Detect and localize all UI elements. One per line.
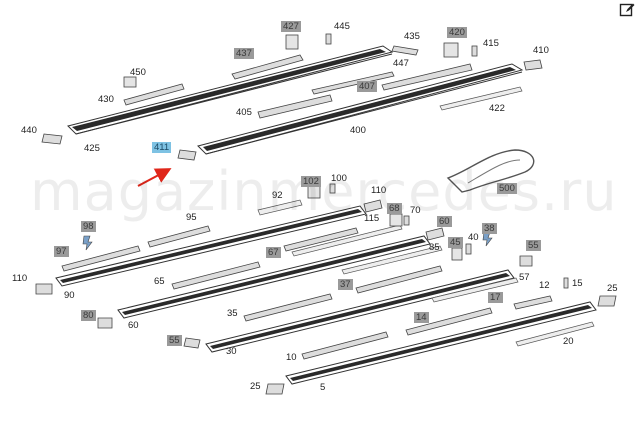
callout-407[interactable]: 407: [357, 81, 377, 92]
callout-400[interactable]: 400: [350, 125, 366, 136]
callout-35[interactable]: 35: [227, 308, 238, 319]
callout-437[interactable]: 437: [234, 48, 254, 59]
callout-20[interactable]: 20: [563, 336, 574, 347]
callout-115[interactable]: 115: [364, 213, 380, 224]
callout-12[interactable]: 12: [539, 280, 550, 291]
callout-15[interactable]: 15: [572, 278, 583, 289]
callout-60-upper[interactable]: 60: [437, 216, 452, 227]
callout-102[interactable]: 102: [301, 176, 321, 187]
callout-40[interactable]: 40: [468, 232, 479, 243]
callout-410[interactable]: 410: [533, 45, 549, 56]
callout-85[interactable]: 85: [429, 242, 440, 253]
callout-447[interactable]: 447: [393, 58, 409, 69]
callout-440[interactable]: 440: [21, 125, 37, 136]
callout-411-selected[interactable]: 411: [152, 142, 172, 153]
callout-500[interactable]: 500: [497, 183, 517, 194]
callout-422[interactable]: 422: [489, 103, 505, 114]
callout-435[interactable]: 435: [404, 31, 420, 42]
callout-415[interactable]: 415: [483, 38, 499, 49]
callout-55-left[interactable]: 55: [167, 335, 182, 346]
callout-405[interactable]: 405: [236, 107, 252, 118]
callout-110[interactable]: 110: [371, 185, 387, 196]
callout-60[interactable]: 60: [128, 320, 139, 331]
callout-55-right[interactable]: 55: [526, 240, 541, 251]
edit-icon[interactable]: [619, 2, 635, 18]
callout-425[interactable]: 425: [84, 143, 100, 154]
callout-80[interactable]: 80: [81, 310, 96, 321]
callout-90[interactable]: 90: [64, 290, 75, 301]
watermark: magazinmercedes.ru: [30, 160, 618, 223]
callout-14[interactable]: 14: [414, 312, 429, 323]
callout-17[interactable]: 17: [488, 292, 503, 303]
callout-65[interactable]: 65: [154, 276, 165, 287]
callout-100[interactable]: 100: [331, 173, 347, 184]
callout-420[interactable]: 420: [447, 27, 467, 38]
callout-57[interactable]: 57: [519, 272, 530, 283]
callout-110-left[interactable]: 110: [12, 273, 28, 284]
callout-38[interactable]: 38: [482, 223, 497, 234]
callout-10[interactable]: 10: [286, 352, 297, 363]
callout-70[interactable]: 70: [410, 205, 421, 216]
callout-30[interactable]: 30: [226, 346, 237, 357]
callout-445[interactable]: 445: [334, 21, 350, 32]
callout-92[interactable]: 92: [272, 190, 283, 201]
callout-25-right[interactable]: 25: [607, 283, 618, 294]
callout-97[interactable]: 97: [54, 246, 69, 257]
callout-45[interactable]: 45: [448, 237, 463, 248]
callout-37[interactable]: 37: [338, 279, 353, 290]
callout-5[interactable]: 5: [320, 382, 326, 393]
callout-25[interactable]: 25: [250, 381, 261, 392]
callout-95[interactable]: 95: [186, 212, 197, 223]
callout-430[interactable]: 430: [98, 94, 114, 105]
callout-68[interactable]: 68: [387, 203, 402, 214]
callout-67[interactable]: 67: [266, 247, 281, 258]
callout-450[interactable]: 450: [130, 67, 146, 78]
callout-98[interactable]: 98: [81, 221, 96, 232]
callout-427[interactable]: 427: [281, 21, 301, 32]
